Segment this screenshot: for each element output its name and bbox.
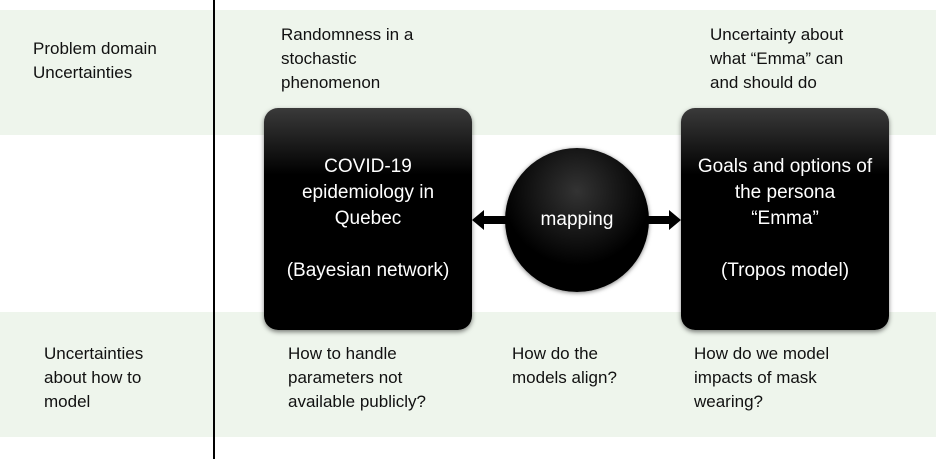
row-label-problem-domain: Problem domain Uncertainties <box>33 39 157 82</box>
modeling-band <box>0 312 936 437</box>
covid-model-title: COVID-19 epidemiology in Quebec <box>301 156 435 229</box>
mask-question: How do we model impacts of mask wearing? <box>694 344 830 411</box>
left-arrow-icon <box>472 210 508 230</box>
persona-model-box: Goals and options of the persona “Emma” … <box>681 108 889 330</box>
parameters-question: How to handle parameters not available p… <box>288 344 426 411</box>
covid-model-subtitle: (Bayesian network) <box>286 260 450 281</box>
persona-model-subtitle: (Tropos model) <box>720 260 850 281</box>
mapping-label: mapping <box>540 209 614 230</box>
covid-model-box: COVID-19 epidemiology in Quebec (Bayesia… <box>264 108 472 330</box>
right-arrow-icon <box>646 210 681 230</box>
divider-line <box>213 0 215 459</box>
mapping-circle: mapping <box>505 148 649 292</box>
alignment-question: How do the models align? <box>512 344 617 387</box>
persona-model-title: Goals and options of the persona “Emma” <box>697 156 873 229</box>
randomness-note: Randomness in a stochastic phenomenon <box>281 25 414 92</box>
row-label-modeling: Uncertainties about how to model <box>44 344 144 411</box>
emma-uncertainty-note: Uncertainty about what “Emma” can and sh… <box>710 25 844 92</box>
